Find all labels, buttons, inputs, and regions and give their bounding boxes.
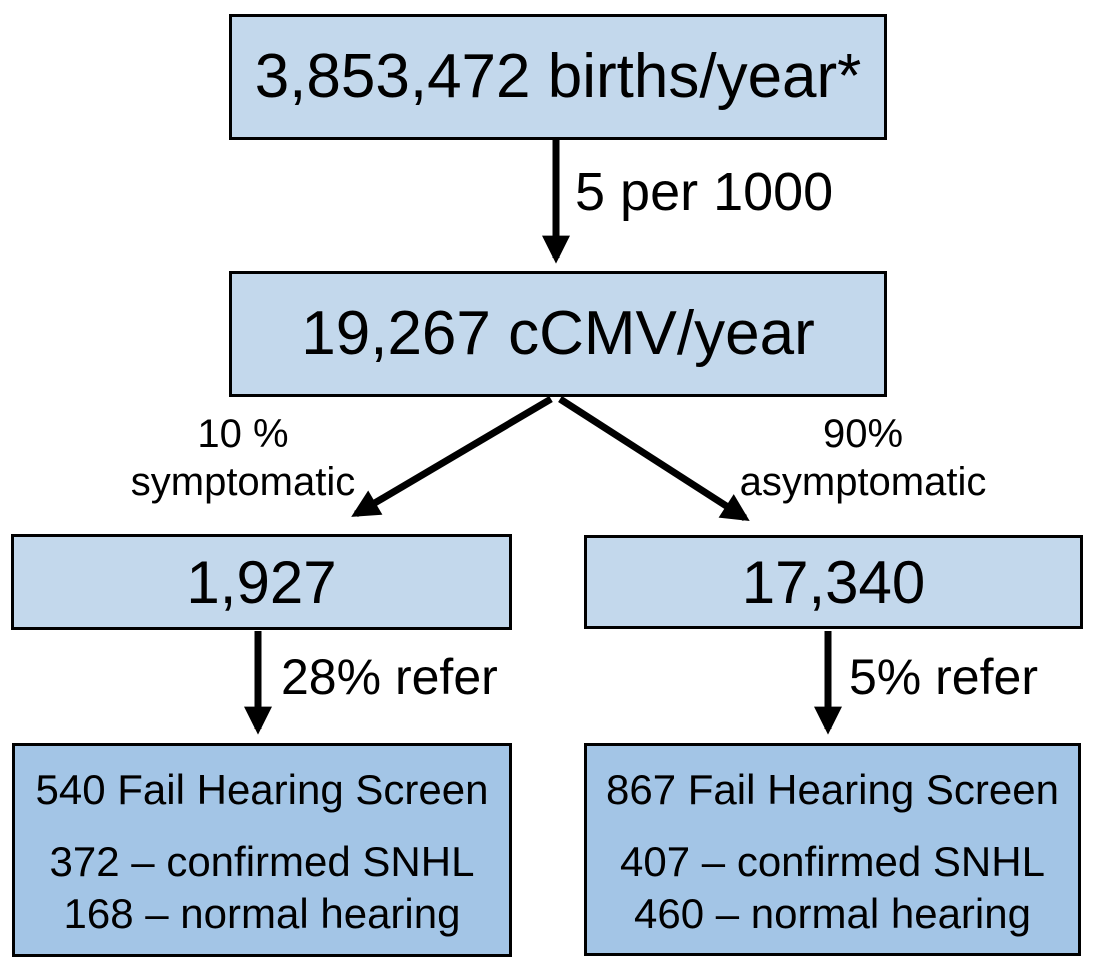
asymptomatic-count-label: 17,340: [741, 548, 926, 616]
symptomatic-percent-label: 10 % symptomatic: [78, 410, 408, 506]
symptomatic-percent-value: 10 %: [197, 412, 289, 456]
symptomatic-percent-word: symptomatic: [130, 460, 356, 504]
asymptomatic-percent-value: 90%: [822, 412, 904, 456]
births-per-year-label: 3,853,472 births/year*: [254, 42, 862, 111]
rate-arrow-label: 5 per 1000: [575, 162, 834, 222]
symptomatic-outcome-box: 540 Fail Hearing Screen 372 – confirmed …: [12, 743, 512, 957]
ccmv-per-year-box: 19,267 cCMV/year: [229, 271, 887, 397]
symptomatic-confirmed-snhl-line: 372 – confirmed SNHL: [49, 838, 475, 885]
asymptomatic-confirmed-snhl-line: 407 – confirmed SNHL: [620, 838, 1045, 885]
asymptomatic-count-box: 17,340: [584, 535, 1083, 629]
births-per-year-box: 3,853,472 births/year*: [229, 14, 887, 140]
symptomatic-normal-hearing-line: 168 – normal hearing: [63, 890, 461, 937]
asymptomatic-refer-label: 5% refer: [849, 649, 1038, 705]
asymptomatic-normal-hearing-line: 460 – normal hearing: [634, 890, 1031, 937]
asymptomatic-outcome-box: 867 Fail Hearing Screen 407 – confirmed …: [584, 743, 1081, 956]
ccmv-per-year-label: 19,267 cCMV/year: [301, 299, 815, 368]
symptomatic-fail-screen-line: 540 Fail Hearing Screen: [35, 766, 489, 813]
asymptomatic-percent-label: 90% asymptomatic: [683, 410, 1043, 506]
asymptomatic-fail-screen-line: 867 Fail Hearing Screen: [606, 766, 1059, 813]
asymptomatic-percent-word: asymptomatic: [739, 460, 987, 504]
symptomatic-count-label: 1,927: [186, 548, 337, 616]
symptomatic-refer-label: 28% refer: [281, 649, 498, 705]
symptomatic-count-box: 1,927: [11, 534, 512, 630]
